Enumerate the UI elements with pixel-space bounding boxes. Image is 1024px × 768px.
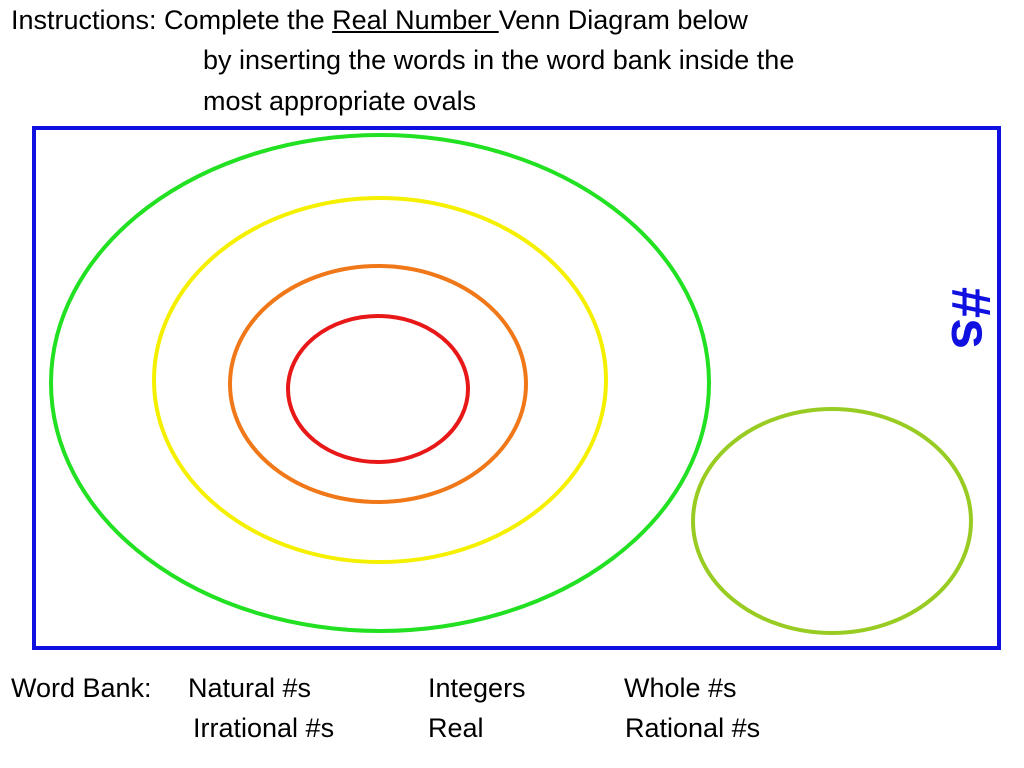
oval-third bbox=[228, 264, 528, 504]
instructions-suffix: Venn Diagram below bbox=[498, 5, 748, 35]
word-bank-item: Real bbox=[428, 713, 484, 743]
oval-side bbox=[691, 407, 973, 635]
word-bank-item: Natural #s bbox=[188, 673, 312, 703]
word-bank-item: Irrational #s bbox=[193, 713, 335, 743]
word-bank-item: Whole #s bbox=[624, 673, 737, 703]
instructions-prefix: Instructions: Complete the bbox=[11, 5, 333, 35]
instructions-line-3: most appropriate ovals bbox=[203, 86, 477, 116]
oval-second bbox=[152, 196, 608, 564]
real-numbers-box bbox=[32, 126, 1001, 650]
instructions-line-1: Instructions: Complete the Real Number V… bbox=[11, 0, 748, 40]
oval-innermost bbox=[286, 314, 470, 464]
instructions-line-2: by inserting the words in the word bank … bbox=[203, 45, 795, 75]
instructions-underlined-term: Real Number bbox=[332, 5, 499, 35]
oval-outermost bbox=[49, 133, 711, 633]
corner-label: #s bbox=[940, 287, 1003, 349]
word-bank-label: Word Bank: bbox=[11, 673, 152, 703]
word-bank-item: Rational #s bbox=[625, 713, 761, 743]
word-bank-item: Integers bbox=[428, 673, 526, 703]
